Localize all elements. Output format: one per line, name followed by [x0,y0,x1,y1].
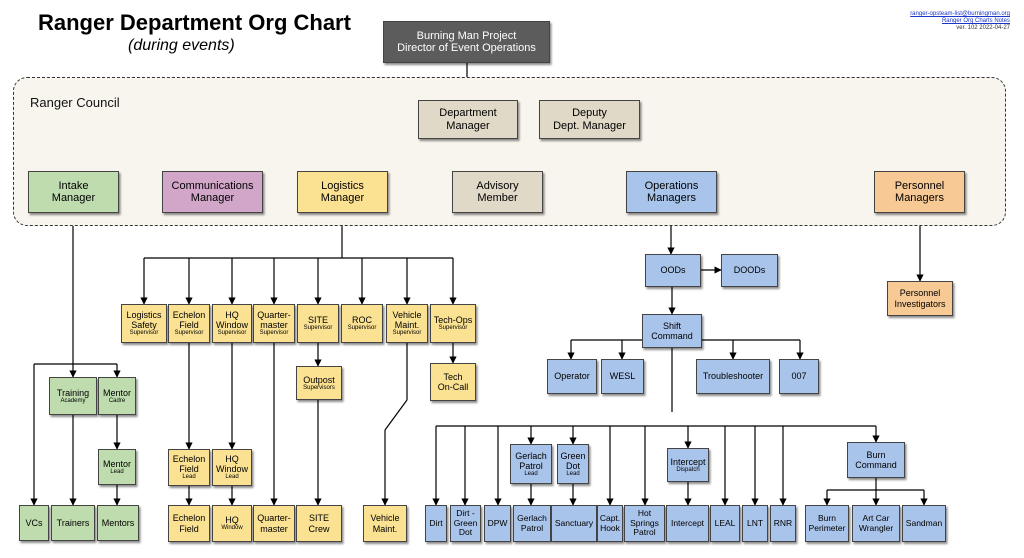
personnel-investigators-node: Personnel Investigators [887,281,953,316]
vehicle-maint-supervisor-node: Vehicle Maint.Supervisor [386,304,428,343]
wesl-node: WESL [601,359,644,394]
dpw-node: DPW [484,505,511,542]
leal-node: LEAL [710,505,740,542]
department-manager-node: Department Manager [418,100,518,139]
chart-meta: ranger-opsteam-list@burningman.org Range… [910,11,1010,32]
mentors-node: Mentors [97,505,139,541]
dirt-node: Dirt [425,505,447,542]
oods-node: OODs [645,254,701,287]
capt-hook-node: Capt. Hook [597,505,623,542]
echelon-field-node: Echelon Field [168,505,210,542]
shift-command-node: Shift Command [642,314,702,348]
art-car-wrangler-node: Art Car Wrangler [852,505,900,542]
intercept-node: Intercept [666,505,709,542]
quartermaster-node: Quarter- master [253,505,295,542]
rnr-node: RNR [770,505,796,542]
notes-link[interactable]: Ranger Org Charts Notes [941,18,1010,24]
email-link[interactable]: ranger-opsteam-list@burningman.org [910,11,1010,17]
sanctuary-node: Sanctuary [551,505,597,542]
tech-oncall-node: Tech On-Call [430,363,476,401]
troubleshooter-node: Troubleshooter [696,359,770,394]
deputy-manager-node: Deputy Dept. Manager [539,100,640,139]
burn-command-node: Burn Command [847,442,905,478]
operator-node: Operator [547,359,597,394]
burn-perimeter-node: Burn Perimeter [805,505,849,542]
connector-line [384,399,408,431]
sandman-node: Sandman [902,505,946,542]
chart-title: Ranger Department Org Chart [38,10,351,35]
dirt-green-dot-node: Dirt - Green Dot [450,505,481,542]
vcs-node: VCs [19,505,49,541]
ranger-council-label: Ranger Council [30,95,120,110]
director-node: Burning Man Project Director of Event Op… [383,21,550,63]
version-text: ver. 102 2022-04-27 [956,25,1010,31]
personnel-managers-node: Personnel Managers [874,171,965,213]
gerlach-patrol-node: Gerlach Patrol [513,505,551,542]
lnt-node: LNT [742,505,768,542]
operations-managers-node: Operations Managers [626,171,717,213]
doods-node: DOODs [721,254,778,287]
communications-manager-node: Communications Manager [162,171,263,213]
logistics-manager-node: Logistics Manager [297,171,388,213]
vehicle-maint-node: Vehicle Maint. [363,505,407,542]
advisory-member-node: Advisory Member [452,171,543,213]
site-crew-node: SITE Crew [296,505,342,542]
007-node: 007 [779,359,819,394]
trainers-node: Trainers [51,505,95,541]
chart-subtitle: (during events) [128,37,235,54]
intake-manager-node: Intake Manager [28,171,119,213]
hot-springs-patrol-node: Hot Springs Patrol [624,505,665,542]
